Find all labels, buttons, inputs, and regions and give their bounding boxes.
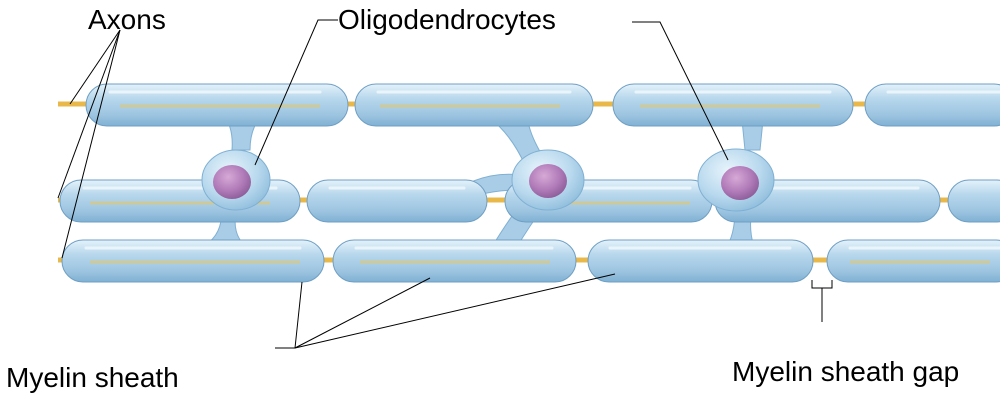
myelin-sheath-leader [294, 281, 303, 349]
myelin-segment [864, 83, 1000, 127]
oligodendrocytes-leader [632, 21, 729, 161]
axons-label: Axons [88, 4, 166, 35]
leader-lines [57, 19, 833, 349]
axons-leader [57, 29, 121, 199]
axon-core-glimpses [90, 104, 990, 264]
nucleus [721, 166, 759, 200]
myelin-segment [947, 179, 1000, 223]
nucleus [213, 165, 251, 199]
axons-leader [61, 29, 121, 259]
myelin-sheaths [59, 83, 1000, 283]
myelin-segment [306, 179, 488, 223]
oligodendrocyte-1 [201, 149, 271, 211]
myelin-sheath-label: Myelin sheath [6, 362, 179, 393]
myelin-sheath-gap-bracket [811, 280, 833, 289]
myelin-sheath-leader [294, 273, 616, 349]
oligodendrocytes-label: Oligodendrocytes [338, 4, 556, 35]
nucleus [529, 164, 567, 198]
myelin-sheath-gap-label: Myelin sheath gap [732, 356, 960, 387]
oligodendrocyte-2 [511, 149, 585, 211]
oligodendrocyte-cells [201, 148, 775, 212]
myelin-sheath-leader [294, 277, 431, 349]
myelin-segment [587, 239, 814, 283]
axons-leader [69, 29, 121, 105]
oligodendrocytes-leader [254, 19, 338, 166]
oligodendrocyte-3 [697, 148, 775, 212]
